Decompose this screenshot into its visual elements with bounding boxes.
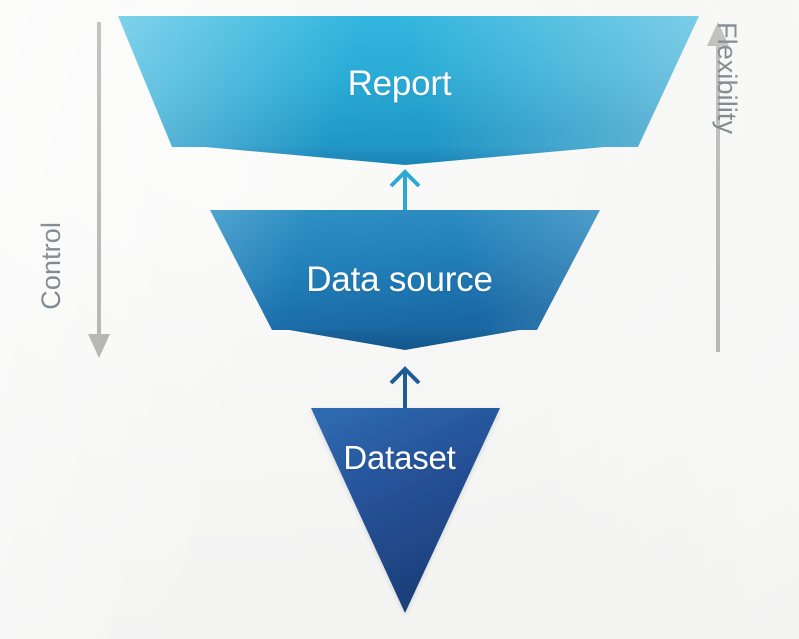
report-label: Report xyxy=(347,64,452,103)
data-source-label: Data source xyxy=(306,260,493,299)
axis-flexibility xyxy=(707,22,729,352)
data-source-connector-arrowhead-up-icon xyxy=(389,169,421,188)
connector-dataset-to-data-source xyxy=(389,366,421,408)
axis-control xyxy=(88,22,110,358)
flexibility-axis-label: Flexibility xyxy=(712,22,742,135)
dataset-triangle xyxy=(311,408,500,613)
control-axis-label: Control xyxy=(36,222,66,310)
data-source-lip xyxy=(272,327,537,350)
level-report-shape[interactable] xyxy=(118,16,699,165)
flexibility-arrowhead-up-icon xyxy=(707,22,729,46)
report-trapezoid xyxy=(118,16,699,147)
report-lip xyxy=(172,144,638,165)
dataset-connector-arrowhead-up-icon xyxy=(389,366,421,385)
level-data-source-shape[interactable] xyxy=(210,210,600,350)
level-dataset-shape[interactable] xyxy=(311,408,500,613)
dataset-label: Dataset xyxy=(343,439,456,476)
data-source-trapezoid xyxy=(210,210,600,330)
control-arrowhead-down-icon xyxy=(88,334,110,358)
connector-data-source-to-report xyxy=(389,169,421,210)
